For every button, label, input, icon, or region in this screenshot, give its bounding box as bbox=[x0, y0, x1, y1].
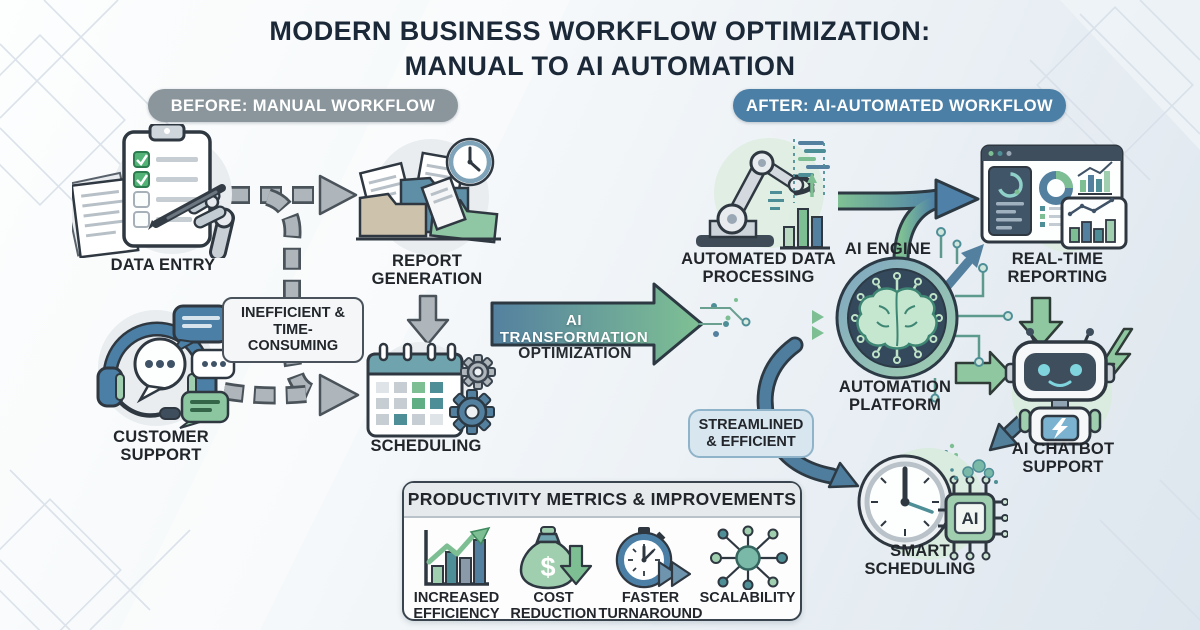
optimization-label: OPTIMIZATION bbox=[518, 345, 632, 362]
stopwatch-fast-forward-icon bbox=[615, 527, 691, 589]
ai-transformation-arrow bbox=[490, 282, 704, 366]
metric-faster-turnaround: FASTER TURNAROUND bbox=[599, 524, 702, 623]
metric-label: INCREASED EFFICIENCY bbox=[413, 590, 500, 622]
metric-label: COST REDUCTION bbox=[510, 590, 597, 622]
productivity-metrics-panel: PRODUCTIVITY METRICS & IMPROVEMENTS INCR… bbox=[402, 481, 802, 623]
arrow-dataentry-to-reportgen bbox=[230, 174, 358, 216]
money-bag-down-icon: $ bbox=[519, 526, 592, 590]
page-title-line2: MANUAL TO AI AUTOMATION bbox=[404, 50, 796, 81]
metric-cost-reduction: $ COST REDUCTION bbox=[506, 524, 602, 623]
page-title-line1: MODERN BUSINESS WORKFLOW OPTIMIZATION: bbox=[269, 16, 931, 46]
node-label-automated-data-processing: AUTOMATED DATA PROCESSING bbox=[681, 250, 836, 287]
node-label-smart-scheduling: SMART SCHEDULING bbox=[864, 542, 976, 579]
chatbot-icon bbox=[1004, 328, 1116, 446]
metric-scalability: SCALABILITY bbox=[700, 524, 796, 607]
ai-chip-label: AI bbox=[962, 509, 979, 528]
node-label-ai-chatbot-support: AI CHATBOT SUPPORT bbox=[1011, 440, 1115, 477]
clipboard-robot-hand-icon bbox=[72, 124, 235, 258]
robot-arm-chart-icon bbox=[696, 138, 830, 250]
node-label-ai-engine: AI ENGINE bbox=[844, 240, 932, 258]
node-label-real-time-reporting: REAL-TIME REPORTING bbox=[1007, 250, 1108, 287]
dashboard-icon bbox=[980, 144, 1128, 252]
clock-ai-chip-icon: AI bbox=[857, 448, 1008, 561]
node-label-automation-platform: AUTOMATION PLATFORM bbox=[838, 378, 952, 415]
ai-transformation-label: AI TRANSFORMATION bbox=[499, 312, 649, 346]
calendar-gears-icon bbox=[366, 342, 496, 442]
bar-chart-up-icon bbox=[423, 526, 490, 586]
node-label-report-generation: REPORT GENERATION bbox=[371, 252, 483, 289]
network-nodes-icon bbox=[709, 525, 788, 590]
circuit-dots-decoration bbox=[698, 298, 751, 337]
metrics-row: INCREASED EFFICIENCY $ COST REDUCTION bbox=[404, 518, 800, 623]
node-label-customer-support: CUSTOMER SUPPORT bbox=[113, 428, 209, 465]
brain-circuit-traces bbox=[930, 227, 1013, 403]
metric-label: SCALABILITY bbox=[699, 590, 796, 606]
node-label-scheduling: SCHEDULING bbox=[370, 437, 482, 455]
large-gear bbox=[449, 389, 495, 435]
after-section-badge: AFTER: AI-AUTOMATED WORKFLOW bbox=[733, 89, 1066, 122]
arrow-branch-to-scheduling bbox=[222, 188, 360, 417]
metric-increased-efficiency: INCREASED EFFICIENCY bbox=[409, 524, 505, 623]
page-title: MODERN BUSINESS WORKFLOW OPTIMIZATION: M… bbox=[0, 14, 1200, 83]
folders-clock-icon bbox=[356, 137, 501, 255]
metrics-panel-title: PRODUCTIVITY METRICS & IMPROVEMENTS bbox=[404, 483, 800, 518]
node-label-data-entry: DATA ENTRY bbox=[110, 256, 216, 274]
inefficient-callout: INEFFICIENT & TIME-CONSUMING bbox=[222, 297, 364, 364]
streamlined-callout: STREAMLINED & EFFICIENT bbox=[688, 409, 814, 459]
arrow-platform-to-chatbot bbox=[954, 350, 1012, 396]
arrow-reportgen-to-scheduling bbox=[406, 294, 450, 346]
svg-text:$: $ bbox=[540, 552, 555, 582]
metric-label: FASTER TURNAROUND bbox=[598, 590, 703, 622]
headset-chat-icon bbox=[96, 304, 236, 429]
brain-circuit-icon bbox=[835, 256, 959, 380]
before-section-badge: BEFORE: MANUAL WORKFLOW bbox=[148, 89, 458, 122]
small-gear bbox=[460, 354, 496, 390]
arrow-aiengine-to-reporting bbox=[838, 178, 980, 259]
